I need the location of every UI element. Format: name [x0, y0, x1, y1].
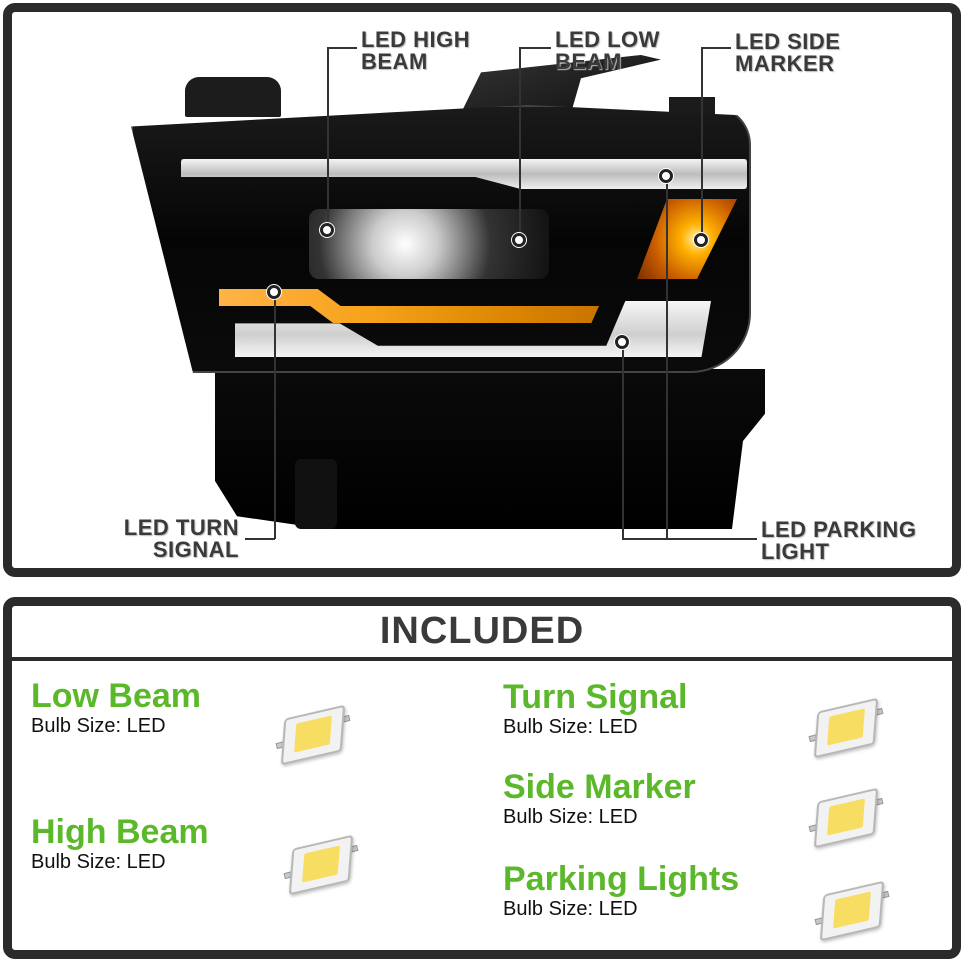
headlight-illustration: LED HIGH BEAM LED LOW BEAM LED SIDE MARK…	[12, 12, 952, 568]
included-item-low-beam: Low Beam Bulb Size: LED	[31, 678, 201, 738]
callout-dot-parking-light-upper	[659, 169, 673, 183]
item-name: Turn Signal	[503, 678, 688, 716]
callout-label-low-beam: LED LOW BEAM	[555, 27, 660, 74]
item-spec: Bulb Size: LED	[503, 898, 638, 920]
item-spec: Bulb Size: LED	[31, 851, 166, 873]
item-name: High Beam	[31, 813, 209, 851]
callout-label-parking-light: LED PARKING LIGHT	[761, 517, 917, 564]
included-panel: INCLUDED Low Beam Bulb Size: LED High Be…	[3, 597, 961, 959]
leader-line-high-beam	[327, 47, 329, 229]
leader-line-side-marker	[701, 47, 703, 239]
included-header: INCLUDED	[12, 606, 952, 661]
led-chip-icon	[813, 880, 891, 942]
leader-line-low-beam	[519, 47, 521, 239]
callout-dot-low-beam	[512, 233, 526, 247]
callout-label-high-beam: LED HIGH BEAM	[361, 27, 471, 74]
leader-line-low-beam	[519, 47, 551, 49]
callout-label-side-marker: LED SIDE MARKER	[735, 29, 841, 76]
callout-dot-side-marker	[694, 233, 708, 247]
callout-label-turn-signal: LED TURN SIGNAL	[123, 515, 239, 562]
included-title: INCLUDED	[379, 610, 585, 652]
led-chip-icon	[807, 787, 885, 849]
leader-line-high-beam	[327, 47, 357, 49]
callout-dot-parking-light	[615, 335, 629, 349]
included-item-turn-signal: Turn Signal Bulb Size: LED	[503, 679, 687, 739]
callout-dot-turn-signal	[267, 285, 281, 299]
leader-line-turn-signal	[274, 291, 276, 539]
headlight-connector	[185, 77, 281, 117]
leader-line-side-marker	[701, 47, 731, 49]
leader-line-parking-light	[666, 175, 668, 539]
headlight-diagram-panel: LED HIGH BEAM LED LOW BEAM LED SIDE MARK…	[3, 3, 961, 577]
led-chip-icon	[807, 697, 885, 759]
item-name: Low Beam	[31, 677, 202, 715]
leader-line-turn-signal	[245, 538, 275, 540]
item-name: Parking Lights	[503, 860, 740, 898]
included-item-side-marker: Side Marker Bulb Size: LED	[503, 769, 696, 829]
headlight-mount-foot	[295, 459, 337, 529]
led-chip-icon	[282, 834, 360, 896]
included-item-high-beam: High Beam Bulb Size: LED	[31, 814, 209, 874]
led-chip-icon	[274, 704, 352, 766]
leader-line-parking-light	[622, 341, 624, 539]
callout-dot-high-beam	[320, 223, 334, 237]
projector-lens	[309, 209, 549, 279]
item-spec: Bulb Size: LED	[503, 716, 638, 738]
included-item-parking-lights: Parking Lights Bulb Size: LED	[503, 861, 739, 921]
leader-line-parking-light	[622, 538, 757, 540]
item-spec: Bulb Size: LED	[503, 806, 638, 828]
item-spec: Bulb Size: LED	[31, 715, 166, 737]
item-name: Side Marker	[503, 768, 696, 806]
